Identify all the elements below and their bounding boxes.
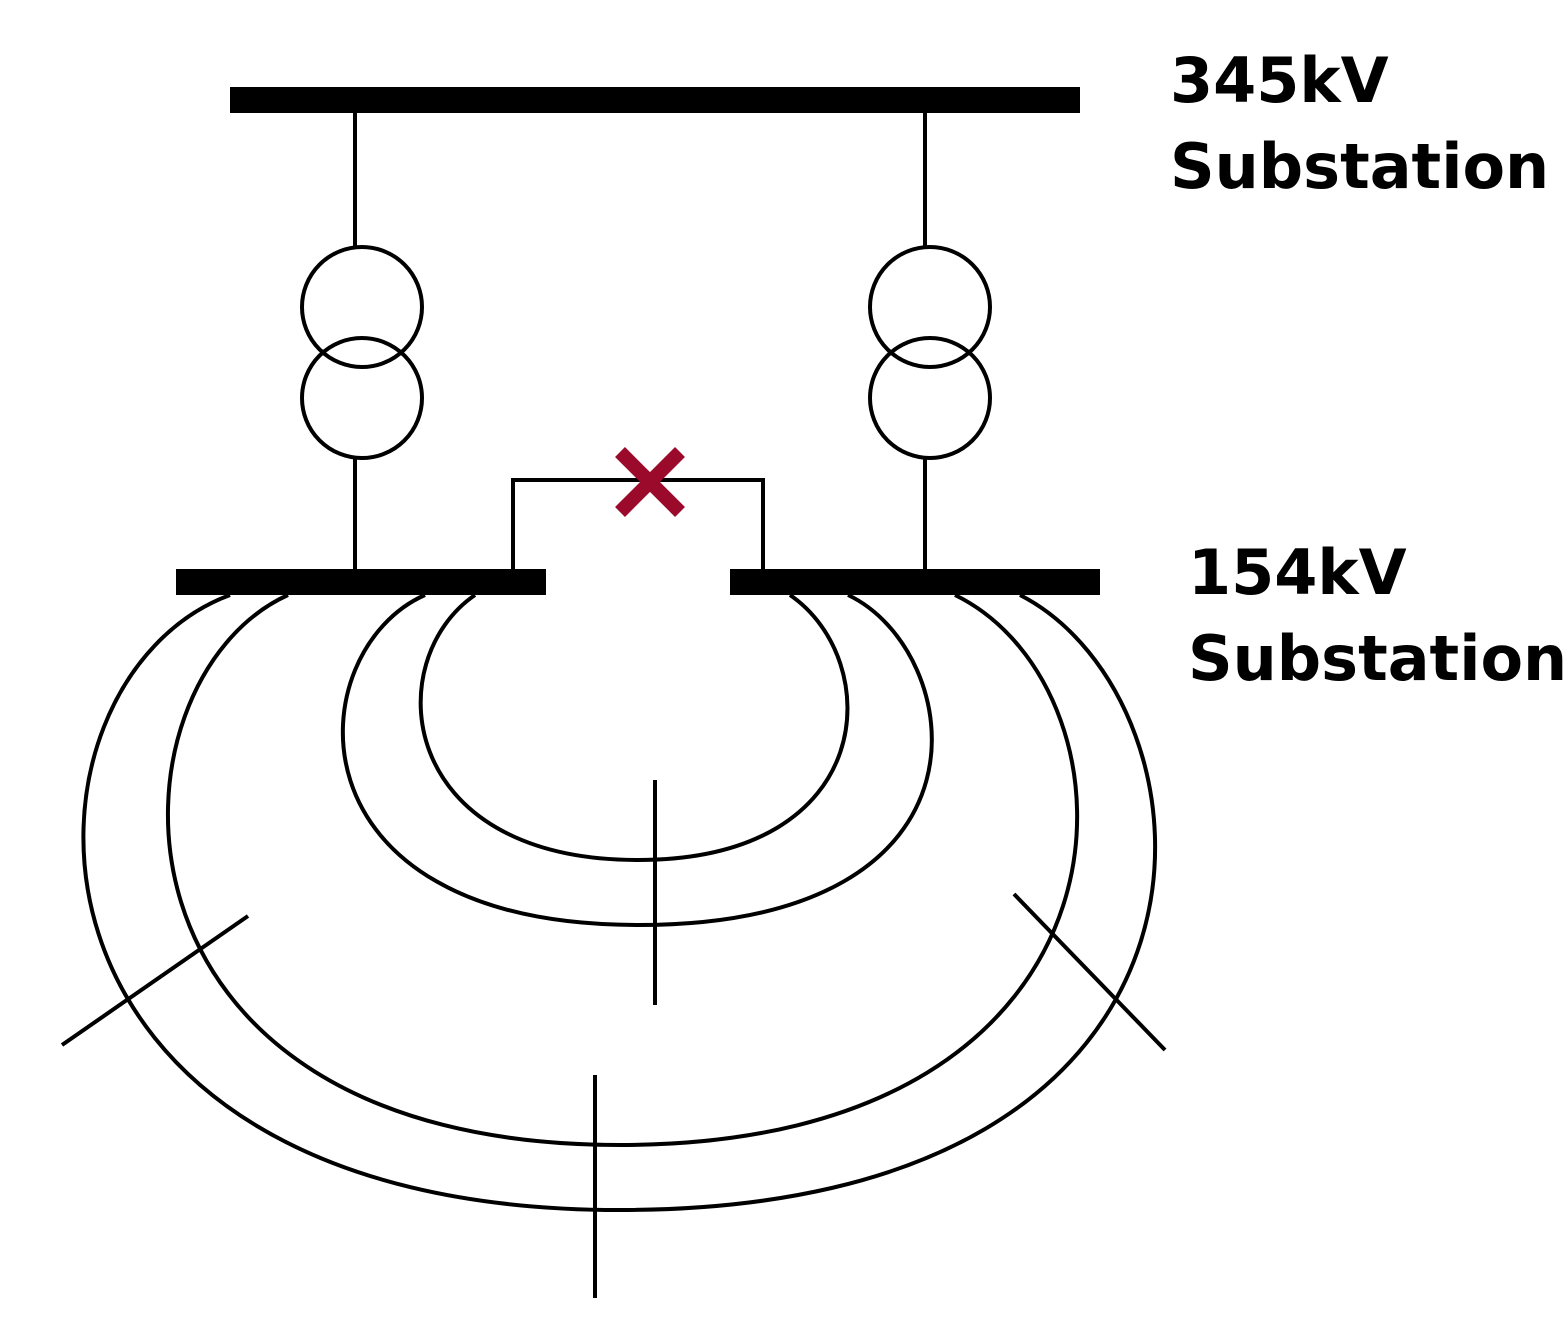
busbar-154kv-right (730, 569, 1100, 595)
hv-substation-label: Substation (1170, 130, 1549, 203)
busbar-154kv-left (176, 569, 546, 595)
lv-substation-label: Substation (1188, 622, 1566, 695)
transformer-right (868, 113, 992, 570)
loop-outermost (81, 593, 1158, 1213)
line-break-marks (60, 780, 1167, 1298)
transmission-loops (81, 593, 1158, 1213)
loop-third (166, 593, 1080, 1148)
break-mark-right (1012, 892, 1167, 1052)
transformer-left (300, 113, 424, 570)
busbar-345kv (230, 87, 1080, 113)
transformer-right-primary-winding-icon (868, 245, 992, 369)
transformer-left-primary-winding-icon (300, 245, 424, 369)
bus-tie-line (511, 478, 765, 570)
transformer-left-secondary-winding-icon (300, 336, 424, 460)
fault-x-icon (615, 447, 685, 517)
break-mark-left (60, 914, 250, 1047)
lv-voltage-label: 154kV (1188, 536, 1407, 609)
transformer-right-secondary-winding-icon (868, 336, 992, 460)
loop-second (340, 593, 934, 928)
hv-voltage-label: 345kV (1170, 44, 1389, 117)
loop-innermost (418, 593, 850, 863)
